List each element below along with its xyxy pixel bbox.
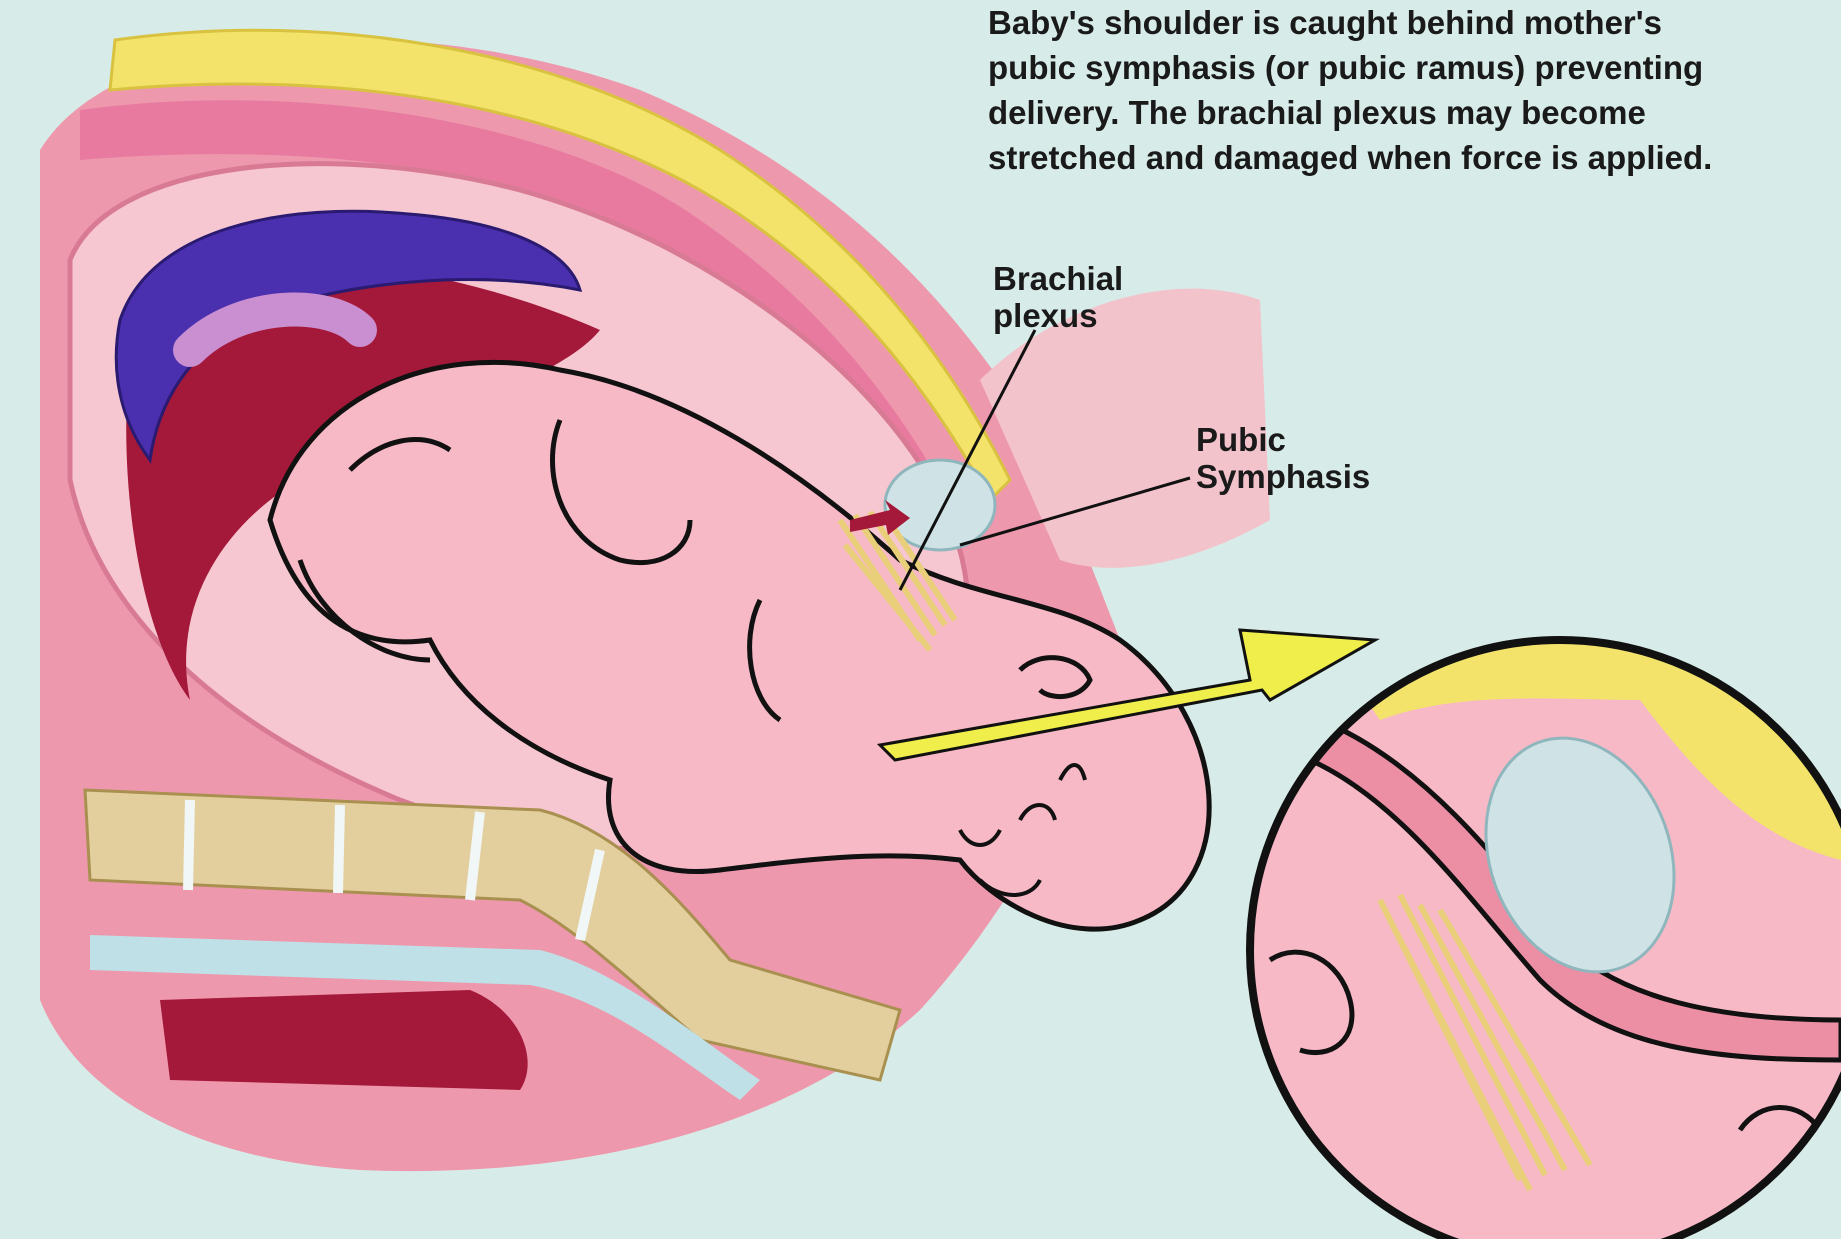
label-pubic-line-1: Pubic [1196,421,1370,458]
label-brachial-line-1: Brachial [993,260,1123,297]
label-brachial-plexus: Brachial plexus [993,260,1123,334]
label-pubic-symphasis: Pubic Symphasis [1196,421,1370,495]
inset-zoom [1250,620,1841,1239]
caption-line-1: Baby's shoulder is caught behind mother'… [988,4,1662,41]
caption-line-2: pubic symphasis (or pubic ramus) prevent… [988,49,1703,86]
caption: Baby's shoulder is caught behind mother'… [988,0,1838,180]
label-pubic-line-2: Symphasis [1196,458,1370,495]
caption-line-4: stretched and damaged when force is appl… [988,139,1712,176]
label-brachial-line-2: plexus [993,297,1123,334]
lower-organ [160,990,528,1090]
caption-line-3: delivery. The brachial plexus may become [988,94,1646,131]
